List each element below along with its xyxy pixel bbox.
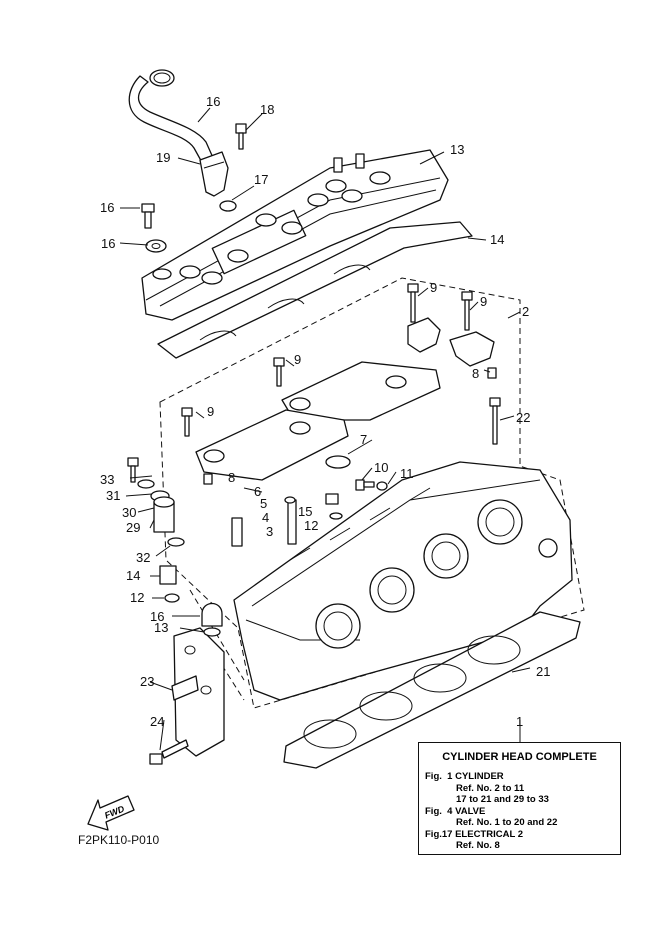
callout-11: 11 [400,466,414,481]
washer-11 [376,481,388,491]
sleeve-29 [153,496,175,533]
callout-9c: 9 [294,352,301,367]
washer-13 [203,627,221,637]
callout-13: 13 [154,620,168,635]
legend-line: Ref. No. 2 to 11 [456,782,525,794]
legend-line: Fig. 4 VALVE [425,805,486,817]
callout-9d: 9 [207,404,214,419]
callout-9b: 9 [480,294,487,309]
callout-12a: 12 [304,518,318,533]
washer-31 [137,479,155,489]
callout-14: 14 [126,568,140,583]
callout-2: 2 [522,304,529,319]
callout-1: 1 [516,714,523,729]
callout-4: 4 [262,510,269,525]
o-ring-26 [219,200,237,212]
callout-32: 32 [136,550,150,565]
cylinder-head-cover [141,149,449,321]
callout-27: 18 [260,102,274,117]
camshaft-holder-mid [281,361,441,421]
callout-24: 24 [150,714,164,729]
callout-33: 33 [100,472,114,487]
callout-22: 22 [516,410,530,425]
diagram-code: F2PK110-P010 [78,833,160,847]
callout-29: 29 [126,520,140,535]
callout-28: 19 [156,150,170,165]
camshaft-cap-upper [407,317,495,367]
callout-16: 16 [150,609,164,624]
callout-20: 16 [101,236,115,251]
callout-30: 30 [122,505,136,520]
callout-9a: 9 [430,280,437,295]
callout-labels: 16 18 19 17 13 16 16 14 2 9 9 9 9 8 22 7… [100,94,550,729]
plug-7 [325,455,351,469]
callout-12b: 12 [130,590,144,605]
dowel-8 [487,367,497,379]
callout-23: 23 [140,674,154,689]
bolt-33 [127,457,139,483]
callout-8a: 8 [472,366,479,381]
head-gasket [283,611,581,769]
grommet-20 [145,239,167,253]
callout-19: 16 [100,200,114,215]
bolt-27 [235,123,247,150]
o-ring-32 [167,537,185,547]
callout-17: 13 [450,142,464,157]
washer-12 [164,593,180,603]
callout-3: 3 [266,524,273,539]
callout-6: 6 [254,484,261,499]
callout-31: 31 [106,488,120,503]
bolt-24 [149,739,189,765]
callout-5: 5 [260,496,267,511]
callout-26: 17 [254,172,268,187]
callout-15: 15 [298,504,312,519]
legend-line: Ref. No. 8 [456,840,500,851]
cover-gasket [157,221,473,359]
legend-line: 17 to 21 and 29 to 33 [456,794,549,805]
bolt-19 [141,203,155,229]
fwd-arrow-icon: FWD [87,795,135,831]
legend-box: CYLINDER HEAD COMPLETE Fig. 1 CYLINDER R… [418,742,621,855]
cap-nut-16 [201,602,223,627]
callout-21: 21 [536,664,550,679]
callout-10: 10 [374,460,388,475]
assembly-boundary [159,277,585,709]
callout-25: 16 [206,94,220,109]
callout-7: 7 [360,432,367,447]
legend-title: CYLINDER HEAD COMPLETE [442,751,597,763]
legend-line: Ref. No. 1 to 20 and 22 [456,817,558,828]
bolt-10 [355,479,375,491]
leaders [119,107,531,751]
nut-14 [159,565,177,585]
legend-line: Fig. 1 CYLINDER [425,771,504,782]
callout-8b: 8 [228,470,235,485]
cover-plate-23 [171,627,225,757]
callout-18: 14 [490,232,504,247]
bolt-9 [181,283,473,437]
legend-line: Fig.17 ELECTRICAL 2 [425,828,524,840]
bolt-22 [489,397,501,445]
camshaft-holder-low [195,409,349,481]
dowel-8b [203,473,213,485]
breather-hose [128,69,229,197]
valve-parts [231,487,343,547]
